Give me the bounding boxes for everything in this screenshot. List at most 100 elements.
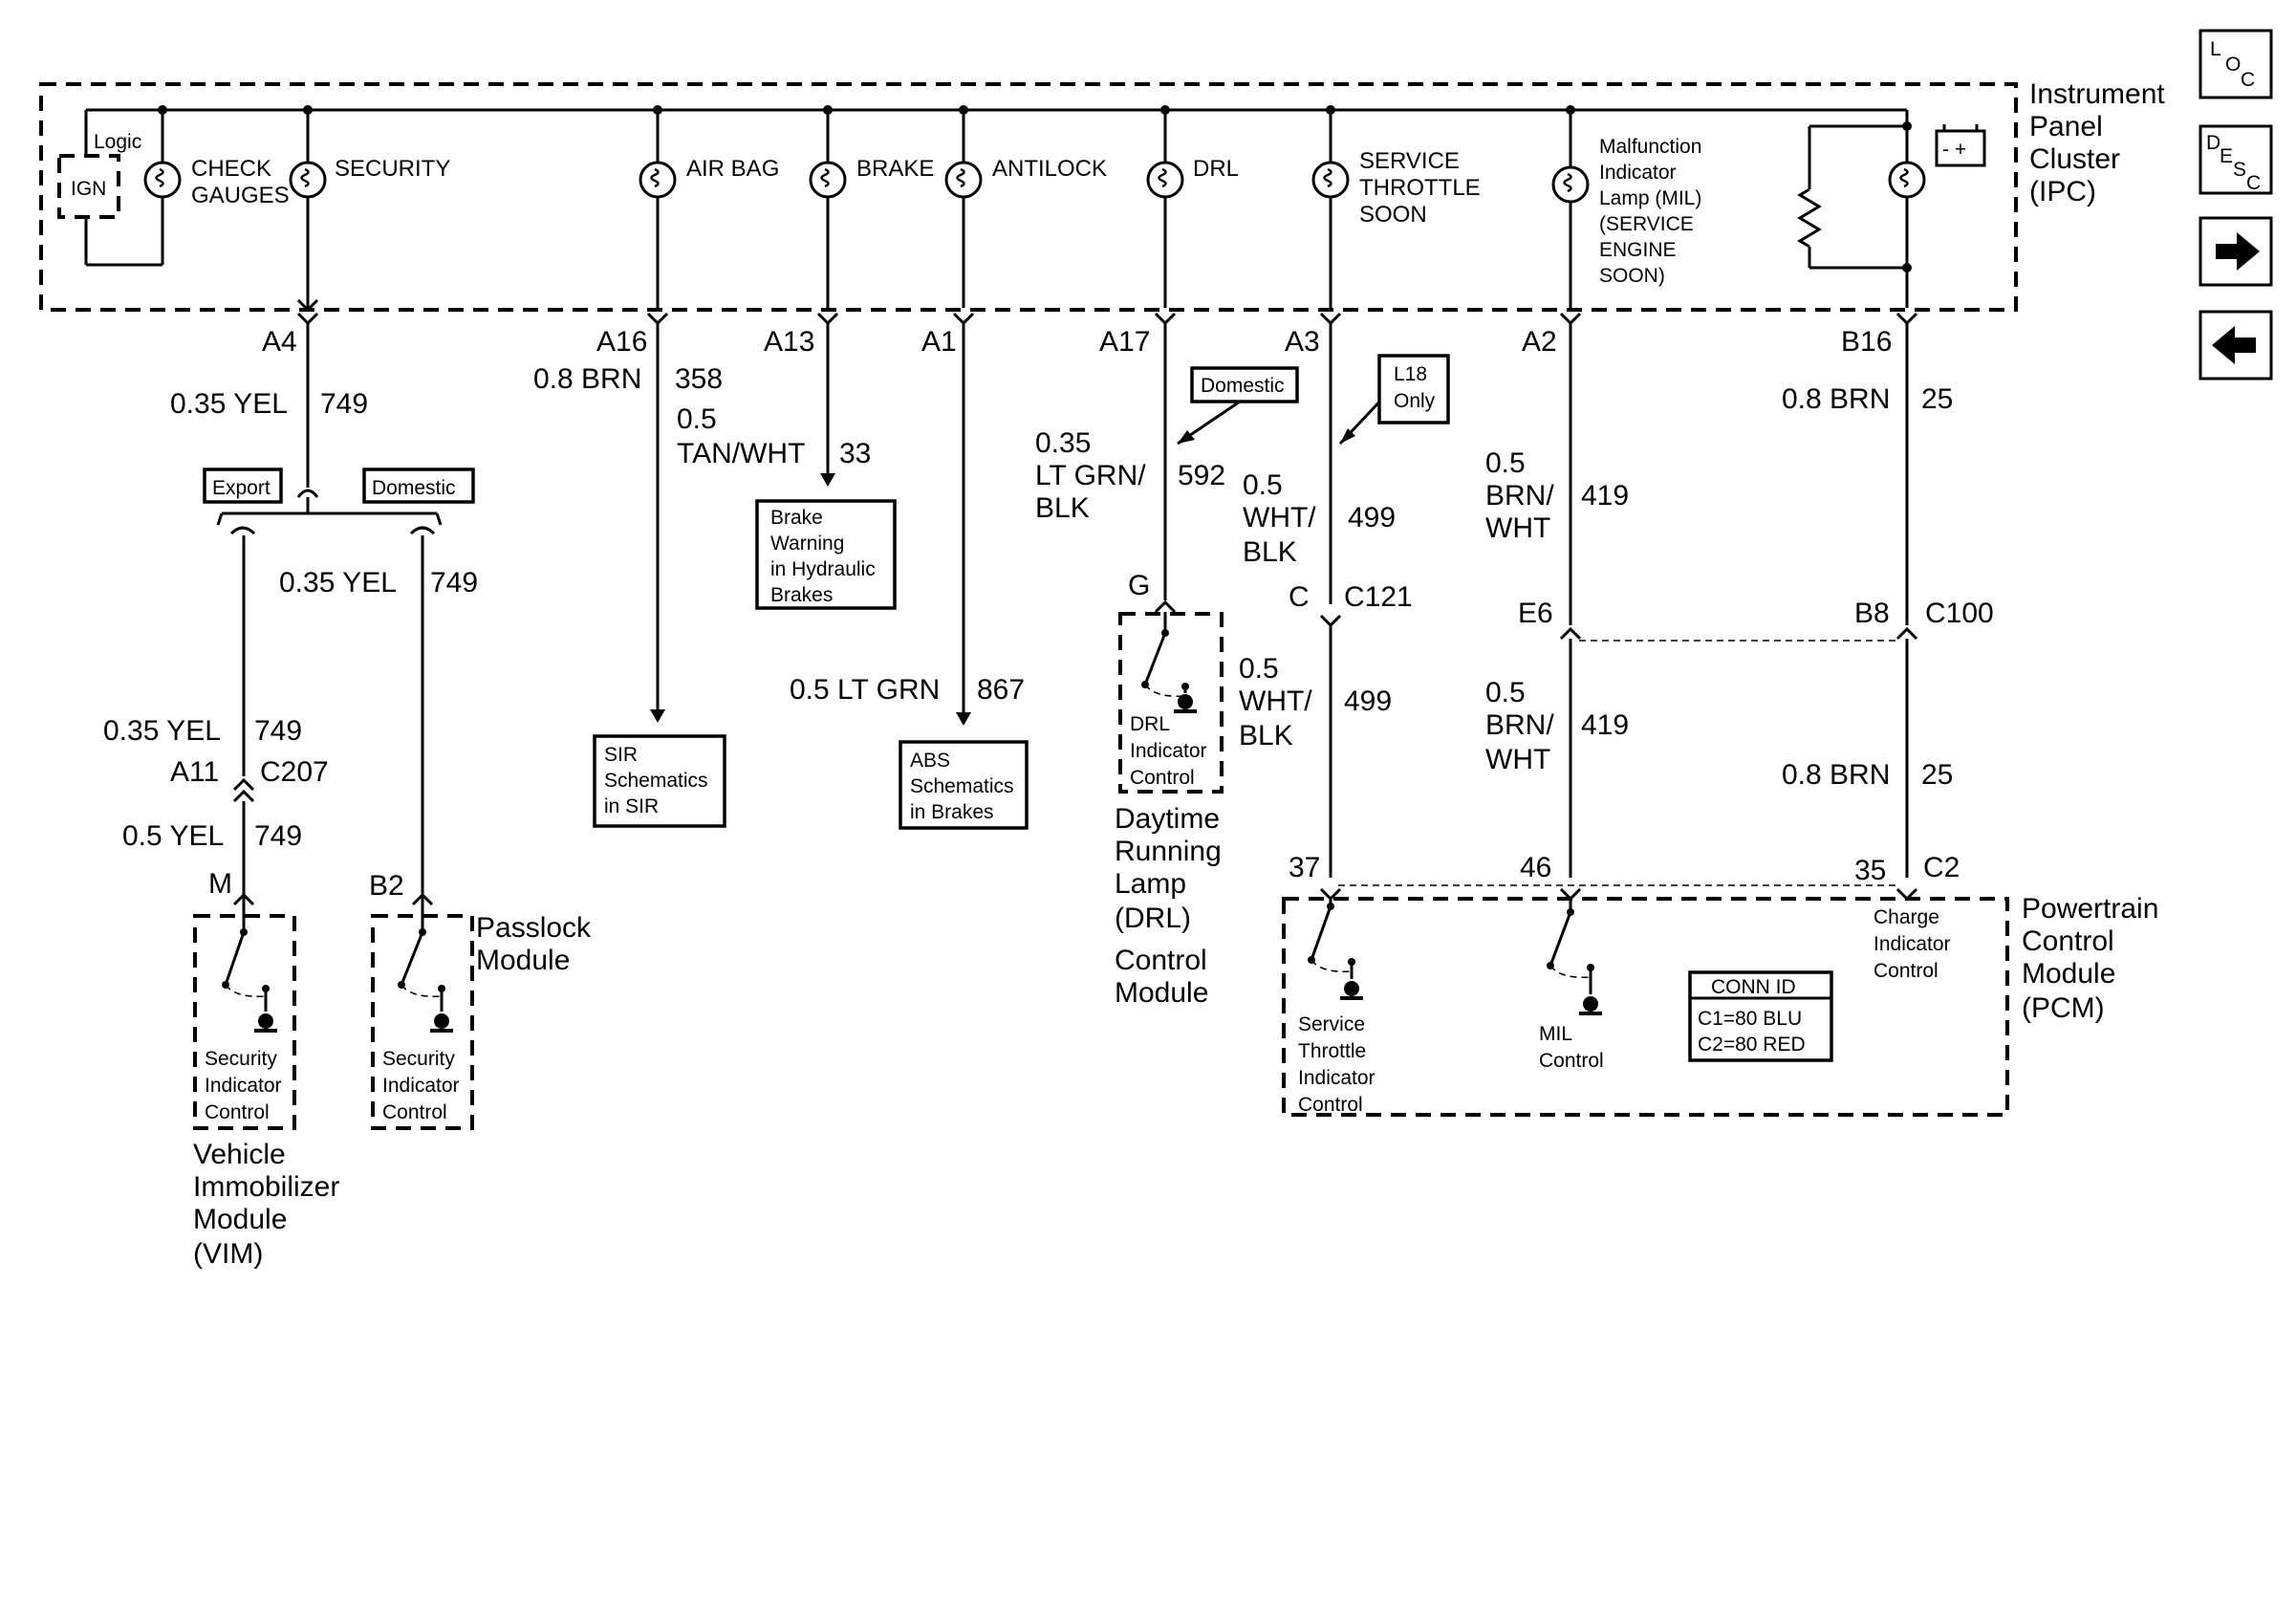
pcm-service-label-4: Control: [1298, 1094, 1363, 1116]
charge-lamp-icon: [1888, 161, 1926, 199]
mil-label-1: Malfunction: [1599, 136, 1701, 158]
wire-a2-top-size-1: 0.5: [1485, 447, 1526, 479]
pin-a1: A1: [921, 326, 957, 358]
connector-b2: B2: [369, 870, 404, 902]
pin-46: 46: [1520, 852, 1551, 883]
pcm-name-4: (PCM): [2022, 992, 2105, 1024]
wire-a3-bot-size-3: BLK: [1239, 720, 1293, 751]
wire-a2-top-circuit: 419: [1581, 480, 1629, 512]
connector-a11: A11: [170, 756, 219, 788]
wire-a2-top-size-3: WHT: [1485, 512, 1550, 544]
ign-logic-box: [57, 154, 120, 219]
antilock-lamp-circuit: ANTILOCK: [944, 105, 1107, 308]
pin-a2: A2: [1522, 326, 1557, 358]
wire-a13-size-2: TAN/WHT: [677, 438, 805, 469]
wire-a3-top-circuit: 499: [1348, 502, 1396, 533]
pcm-name-1: Powertrain: [2022, 893, 2158, 925]
passlock-name-2: Module: [476, 945, 570, 976]
service-throttle-lamp-circuit: SERVICE THROTTLE SOON: [1311, 105, 1481, 308]
conn-id-line-2: C2=80 RED: [1698, 1034, 1806, 1056]
wire-a17-size-1: 0.35: [1035, 427, 1091, 459]
l18-only-box: [1377, 354, 1450, 425]
passlock-ground-icon: [434, 1013, 449, 1029]
connector-c100: C100: [1925, 598, 1994, 629]
next-button[interactable]: [2199, 216, 2273, 287]
brake-lamp-circuit: BRAKE: [809, 105, 934, 308]
prev-button[interactable]: [2199, 310, 2273, 381]
abs-ref-2: Schematics: [910, 775, 1014, 797]
ign-label: IGN: [71, 178, 106, 200]
wire-a3-top-size-2: WHT/: [1243, 502, 1316, 533]
wire-a2-bot-size-3: WHT: [1485, 744, 1550, 775]
passlock-switch-label-1: Security: [382, 1048, 455, 1070]
wire-export-size-bot: 0.5 YEL: [122, 820, 224, 852]
vim-switch-label-2: Indicator: [205, 1075, 282, 1097]
loc-letter-o: O: [2225, 54, 2241, 76]
wire-a4-size: 0.35 YEL: [170, 388, 288, 420]
mil-label-5: ENGINE: [1599, 239, 1677, 261]
sir-ref-1: SIR: [604, 744, 638, 766]
drl-name-2: Running: [1115, 836, 1222, 867]
wire-b16-bot-circuit: 25: [1921, 759, 1953, 791]
wire-a17-size-3: BLK: [1035, 492, 1090, 524]
conn-id-box: [1688, 970, 1833, 1062]
brake-ref-3: in Hydraulic: [770, 558, 876, 580]
drl-module-boundary: [1118, 612, 1224, 794]
passlock-module: Security Indicator Control Passlock Modu…: [371, 904, 592, 1130]
check-gauges-label: CHECK: [191, 156, 271, 182]
ipc-name-2: Panel: [2029, 111, 2103, 142]
brake-reference-box[interactable]: [755, 499, 897, 610]
connector-m: M: [208, 868, 232, 900]
mil-circuit-419: [1559, 323, 1582, 902]
brake-lamp-icon: [809, 161, 847, 199]
mil-lamp-icon: [1551, 165, 1590, 204]
right-arrow-icon: [2216, 232, 2260, 271]
airbag-lamp-icon: [639, 161, 677, 199]
wire-b16-top-size: 0.8 BRN: [1782, 383, 1890, 415]
conn-id-title: CONN ID: [1711, 976, 1796, 998]
wire-a13-size-1: 0.5: [677, 403, 717, 435]
airbag-lamp-label: AIR BAG: [686, 156, 779, 182]
pcm-mil-label-1: MIL: [1539, 1023, 1572, 1045]
security-lamp-icon: [289, 161, 327, 199]
pcm-mil-label-2: Control: [1539, 1050, 1604, 1072]
wire-a2-bot-size-2: BRN/: [1485, 709, 1554, 741]
abs-ref-3: in Brakes: [910, 801, 994, 823]
ipc-cluster: Logic IGN CHECK GAUGES SECURITY AIR BAG: [39, 78, 2165, 312]
battery-icon: [1935, 129, 1986, 167]
loc-button[interactable]: L O C: [2199, 29, 2273, 99]
wire-dom-size: 0.35 YEL: [279, 567, 397, 599]
abs-ref-1: ABS: [910, 750, 950, 772]
mil-label-2: Indicator: [1599, 162, 1677, 184]
connector-c207: C207: [260, 756, 329, 788]
pcm-charge-label-1: Charge: [1874, 906, 1939, 928]
brake-ref-1: Brake: [770, 507, 823, 529]
vim-switch-label-1: Security: [205, 1048, 277, 1070]
desc-button[interactable]: D E S C: [2199, 124, 2273, 195]
pcm-name-3: Module: [2022, 958, 2115, 990]
ipc-boundary: [39, 82, 2018, 312]
wire-a4-circuit: 749: [320, 388, 368, 420]
battery-symbol: - +: [1942, 139, 1966, 161]
sir-reference-box[interactable]: [593, 734, 726, 828]
security-lamp-circuit: SECURITY: [289, 105, 450, 308]
pcm-mil-switch-icon: [1549, 911, 1572, 967]
wire-a2-top-size-2: BRN/: [1485, 480, 1554, 512]
drl-name-5: Control: [1115, 945, 1207, 976]
wire-a3-top-size-3: BLK: [1243, 536, 1297, 568]
service-throttle-label-1: SERVICE: [1359, 148, 1460, 174]
loc-letter-c: C: [2241, 69, 2255, 91]
charge-lamp-circuit: - +: [1797, 110, 1986, 308]
wire-a13-circuit: 33: [839, 438, 871, 469]
drl-lamp-circuit: DRL: [1146, 105, 1239, 308]
sir-ref-3: in SIR: [604, 795, 659, 817]
charge-circuit-25: [1579, 323, 1918, 902]
l18-label-1: L18: [1394, 363, 1427, 385]
pin-37: 37: [1289, 852, 1320, 883]
wire-a3-top-size-1: 0.5: [1243, 469, 1283, 501]
abs-reference-box[interactable]: [899, 740, 1029, 830]
security-lamp-label: SECURITY: [335, 156, 450, 182]
wire-a3-bot-size-2: WHT/: [1239, 686, 1312, 717]
vim-name-2: Immobilizer: [193, 1171, 339, 1203]
wire-export-circuit-top: 749: [254, 715, 302, 747]
